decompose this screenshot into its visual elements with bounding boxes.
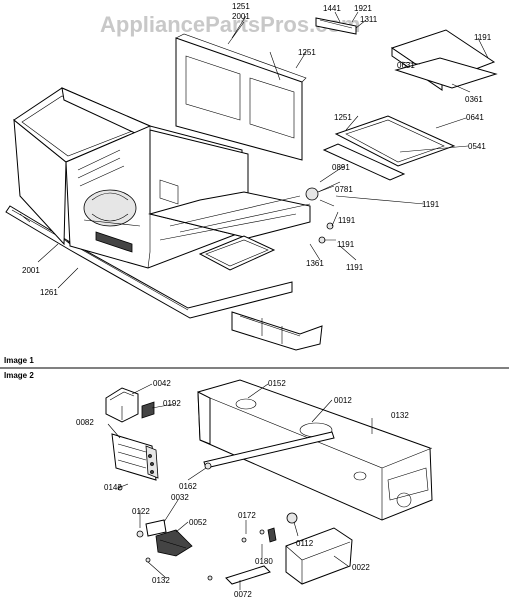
- label-2001-a: 2001: [232, 12, 250, 21]
- base-pan: [5, 205, 293, 319]
- label-0162: 0162: [179, 482, 197, 491]
- label-0072: 0072: [234, 590, 252, 599]
- filter-panel: [334, 115, 456, 167]
- label-1191-d: 1191: [337, 240, 355, 249]
- bracket-0192: [141, 401, 155, 419]
- image1-assembly: [5, 11, 498, 351]
- label-0012: 0012: [334, 396, 352, 405]
- label-0631: 0631: [397, 61, 415, 70]
- top-bracket: [315, 17, 357, 35]
- label-1251-a: 1251: [232, 2, 250, 11]
- section-title-image-2: Image 2: [4, 371, 34, 380]
- label-0180: 0180: [255, 557, 273, 566]
- damper-motor: [305, 187, 319, 201]
- label-1191-b: 1191: [422, 200, 440, 209]
- capacitor: [145, 519, 167, 537]
- rear-panel: [175, 37, 303, 161]
- label-0022: 0022: [352, 563, 370, 572]
- label-0152: 0152: [268, 379, 286, 388]
- label-0641: 0641: [466, 113, 484, 122]
- label-1191-c: 1191: [338, 216, 356, 225]
- label-0032: 0032: [171, 493, 189, 502]
- motor: [105, 387, 139, 423]
- bottom-bracket: [225, 565, 271, 585]
- filter-frame: [322, 143, 406, 181]
- label-1191-a: 1191: [474, 33, 492, 42]
- section-title-image-1: Image 1: [4, 356, 34, 365]
- label-0192: 0192: [163, 399, 181, 408]
- label-0172: 0172: [238, 511, 256, 520]
- blower-fan: [83, 189, 137, 227]
- control-box: [231, 311, 323, 351]
- label-0112: 0112: [296, 539, 314, 548]
- junction-box: [285, 527, 353, 585]
- label-0891: 0891: [332, 163, 350, 172]
- label-0122: 0122: [132, 507, 150, 516]
- label-0361: 0361: [465, 95, 483, 104]
- label-0142: 0142: [104, 483, 122, 492]
- wiring-harness: [95, 231, 133, 253]
- label-0132-a: 0132: [391, 411, 409, 420]
- label-0042: 0042: [153, 379, 171, 388]
- label-1251-b: 1251: [298, 48, 316, 57]
- label-2001-b: 2001: [22, 266, 40, 275]
- label-1311: 1311: [360, 15, 378, 24]
- label-0781: 0781: [335, 185, 353, 194]
- label-1441: 1441: [323, 4, 341, 13]
- label-1191-e: 1191: [346, 263, 364, 272]
- label-0082: 0082: [76, 418, 94, 427]
- image2-assembly: [105, 379, 433, 590]
- label-1361: 1361: [306, 259, 324, 268]
- label-0132-b: 0132: [152, 576, 170, 585]
- capacitor-bracket: [155, 529, 193, 557]
- bearing: [286, 512, 298, 524]
- gasket: [394, 57, 498, 89]
- label-0541: 0541: [468, 142, 486, 151]
- label-1921: 1921: [354, 4, 372, 13]
- label-1251-c: 1251: [334, 113, 352, 122]
- label-0052: 0052: [189, 518, 207, 527]
- label-1261: 1261: [40, 288, 58, 297]
